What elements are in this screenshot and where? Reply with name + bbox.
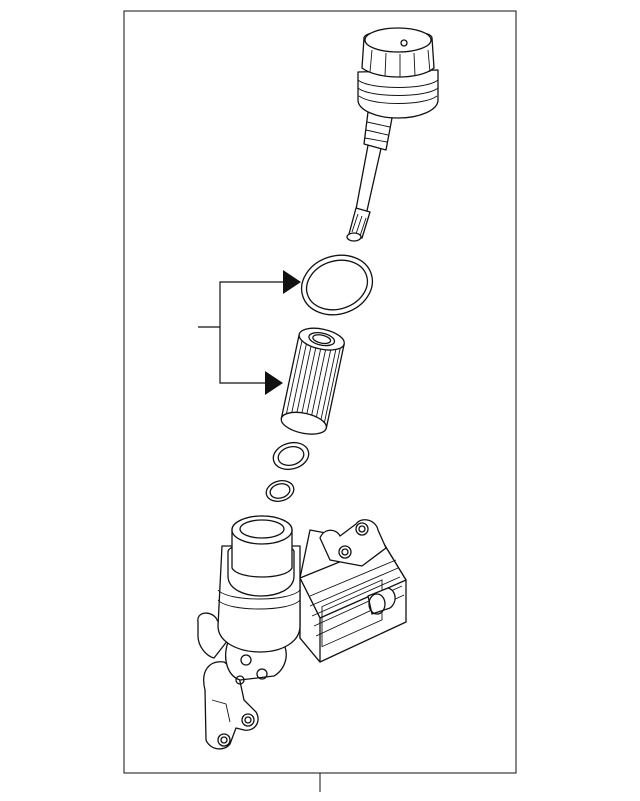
seal-ring-upper <box>272 441 310 471</box>
filter-element <box>280 327 345 435</box>
filter-housing-and-oil-cooler <box>197 515 407 750</box>
arrow-to-o-ring-icon <box>283 270 301 294</box>
cap-o-ring <box>300 254 374 316</box>
kit-bracket <box>198 270 301 395</box>
bracket-line <box>219 281 283 384</box>
seal-ring-lower <box>265 480 295 502</box>
arrow-to-filter-element-icon <box>265 371 283 395</box>
filter-cap <box>346 27 439 242</box>
